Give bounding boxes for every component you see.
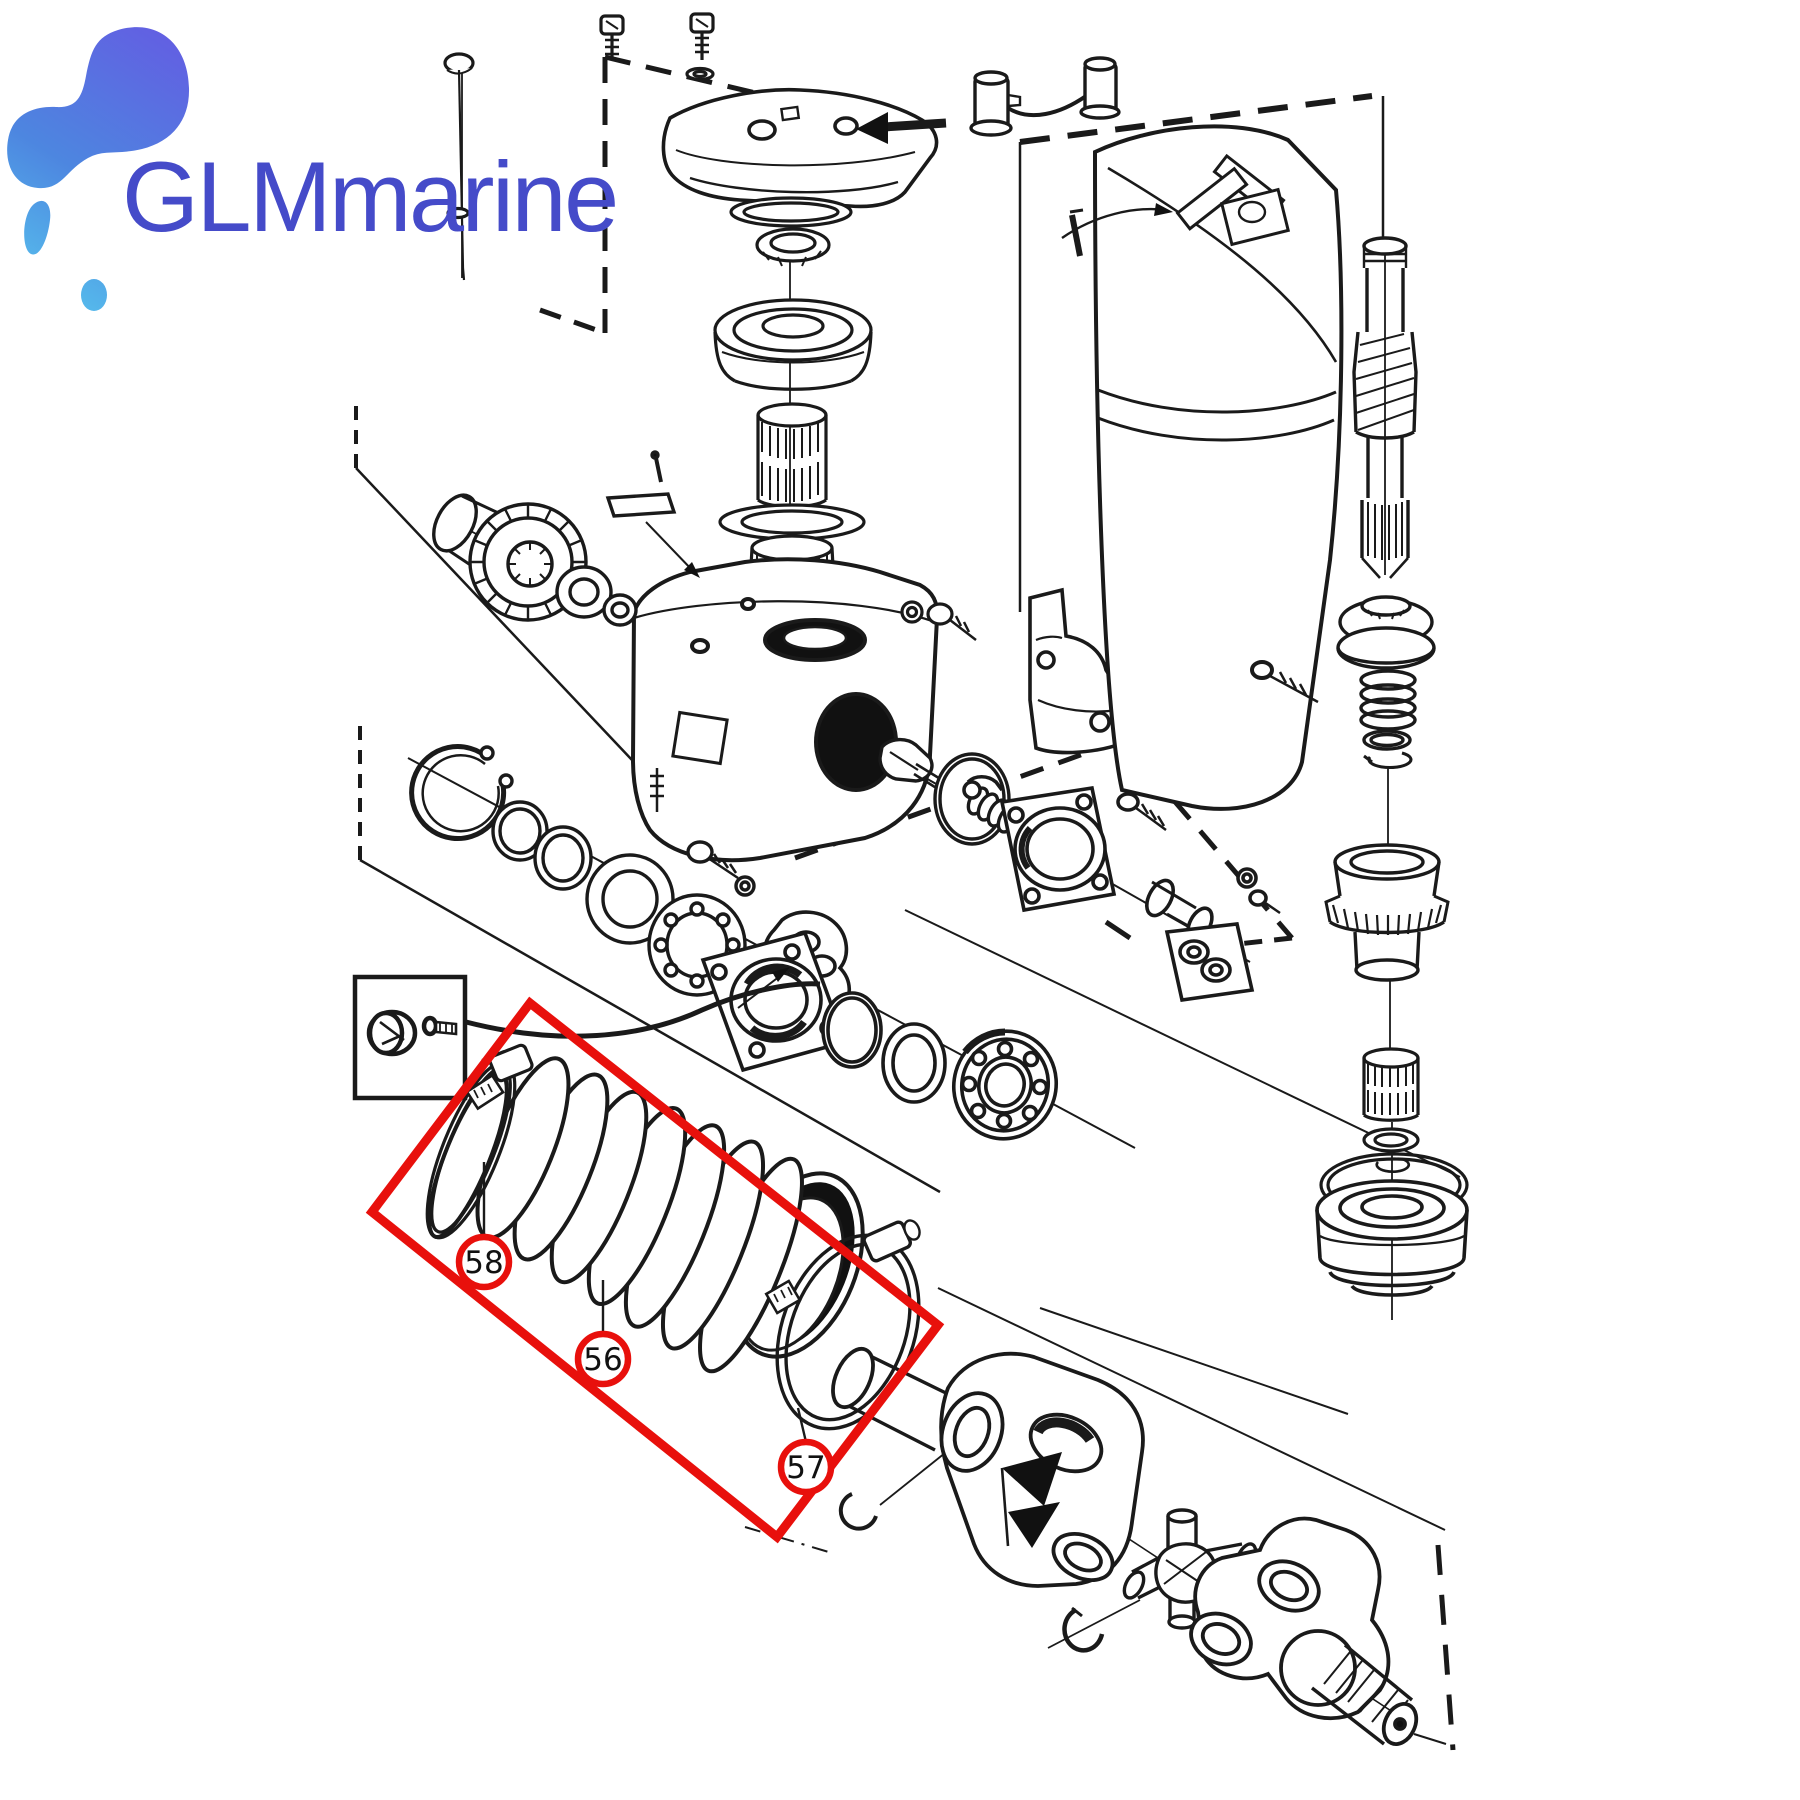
steering-helm-cover (661, 87, 939, 209)
logo: GLMmarine (7, 27, 619, 311)
housing-bolt (900, 600, 977, 641)
callout-56-circle (574, 1330, 632, 1388)
cable-bushings (856, 56, 1121, 144)
callout-56-label: 56 (583, 1342, 622, 1378)
lower-bevel-gear (1324, 843, 1450, 982)
callout-58-label: 58 (464, 1245, 503, 1281)
bellows-clamp-front (425, 1043, 534, 1240)
callout-57-label: 57 (786, 1450, 825, 1486)
callout-58-circle (455, 1233, 513, 1291)
callout-58: 58 (455, 1233, 513, 1291)
shift-cable-line (465, 981, 821, 1039)
vertical-driveshaft (1352, 236, 1418, 579)
callout-56: 56 (574, 1330, 632, 1388)
logo-blob-icon (7, 27, 190, 311)
pinion-gear-group (432, 450, 700, 627)
bearing-cap-drum (1315, 1179, 1469, 1297)
cover-screws (443, 12, 715, 281)
mid-flange-housing (962, 774, 1281, 1003)
callout-57-circle (777, 1438, 835, 1496)
bearing-retainer-flange (700, 910, 1059, 1141)
drain-plug-box (352, 974, 468, 1101)
highlight-box (365, 996, 945, 1544)
callout-leader-lines (482, 1162, 808, 1443)
seal-kit-row (409, 744, 756, 997)
logo-text: GLMmarine (122, 141, 617, 252)
highlight-overlay: 58 56 57 (365, 996, 945, 1544)
drive-bellows (427, 1056, 865, 1374)
lower-needle-bearing (1362, 1047, 1420, 1173)
transom-cover (1061, 124, 1344, 811)
spider-snap-ring (1062, 1606, 1105, 1653)
upper-gear-housing (630, 557, 940, 863)
driveshaft-bearing-damper (1336, 595, 1436, 770)
u-joint-yoke (831, 1346, 1145, 1588)
yoke-circlip (838, 1492, 878, 1531)
end-yoke-shaft (1189, 1516, 1447, 1746)
callout-57: 57 (777, 1438, 835, 1496)
